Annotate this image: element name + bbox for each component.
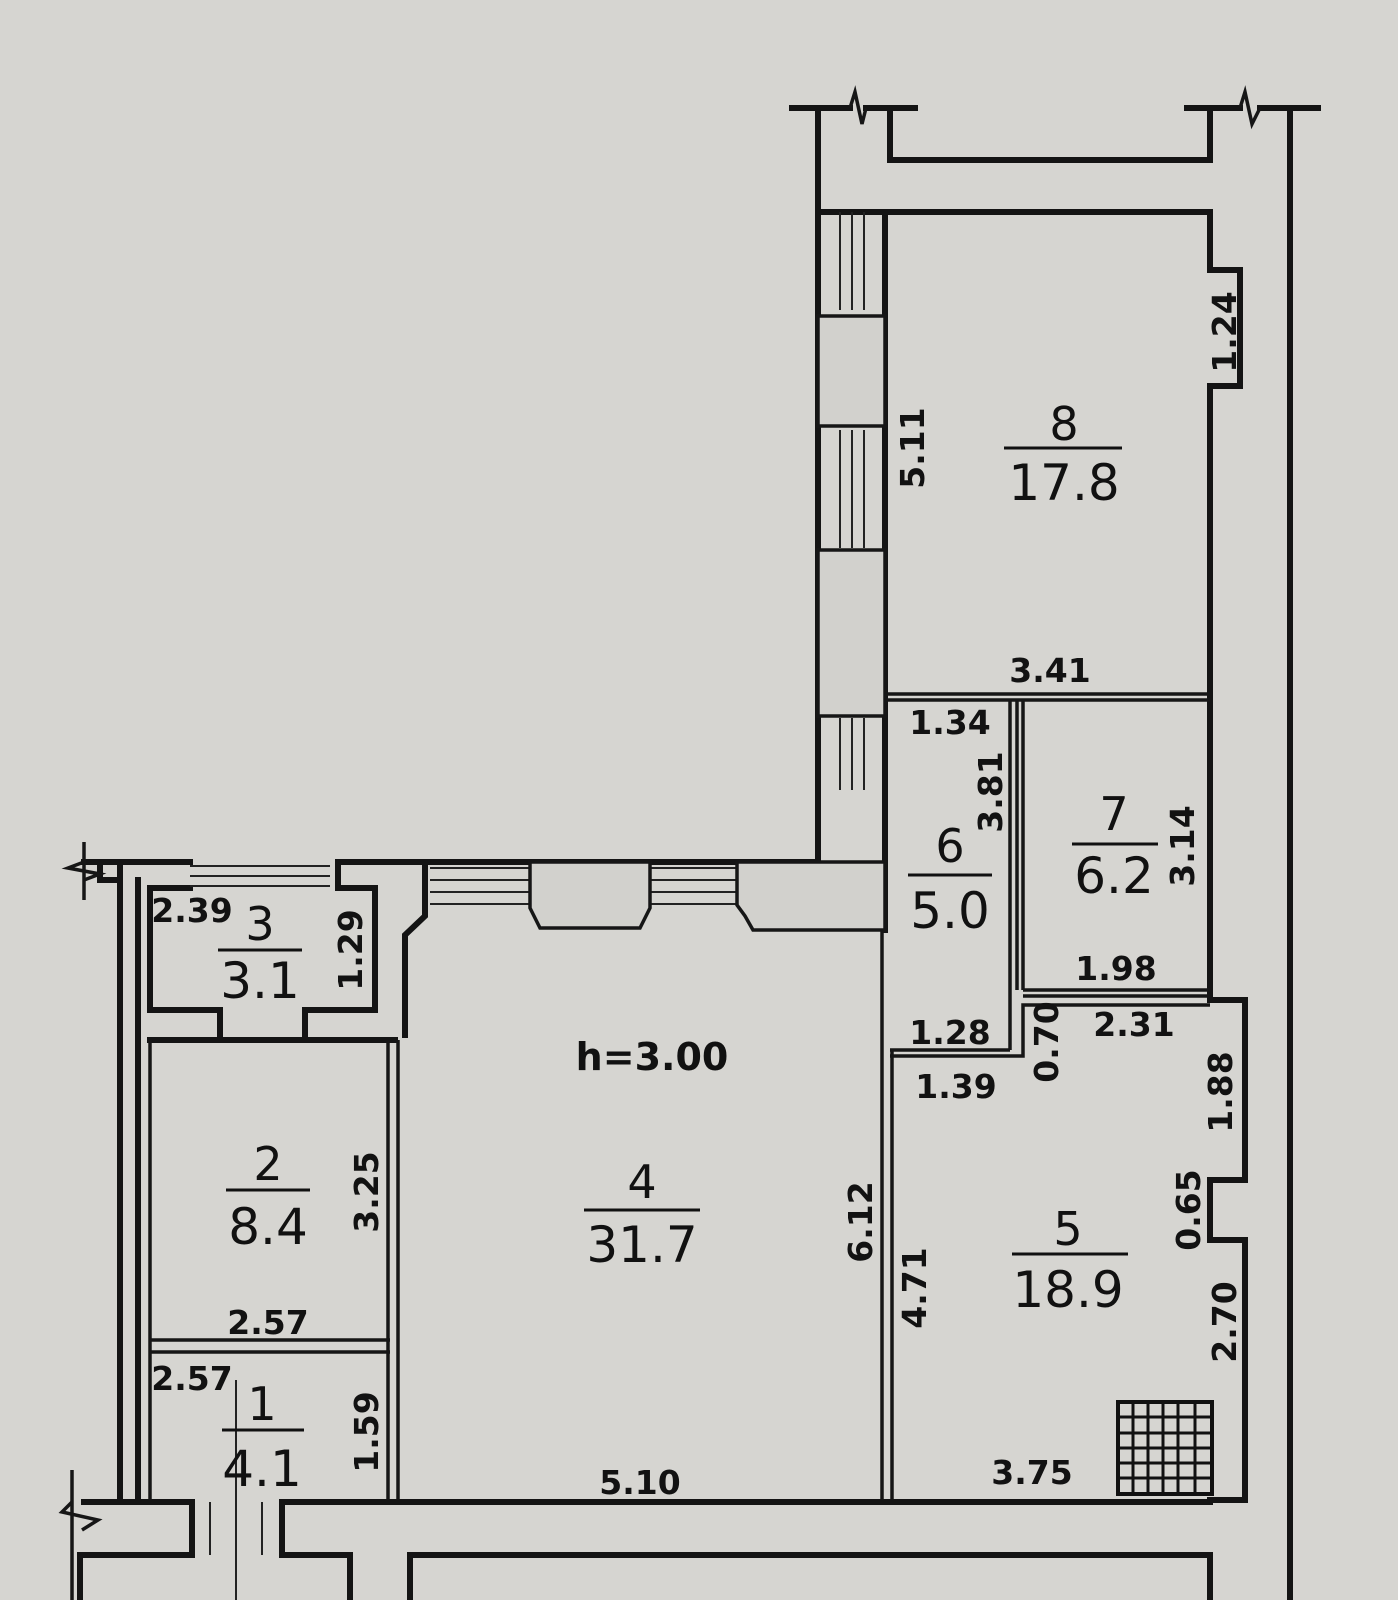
ceiling-height-label: h=3.00 — [576, 1035, 729, 1079]
dimension-label: 3.25 — [347, 1151, 386, 1232]
room-number: 4 — [627, 1155, 656, 1209]
windows — [190, 212, 887, 1600]
dimension-label: 1.29 — [331, 909, 370, 990]
dimension-label: 0.65 — [1169, 1169, 1208, 1250]
dimension-label: 6.12 — [841, 1181, 880, 1262]
room-area: 4.1 — [222, 1440, 302, 1498]
room-7-label: 7 6.2 — [1072, 787, 1158, 905]
room-number: 5 — [1053, 1202, 1082, 1256]
room-5-label: 5 18.9 — [1012, 1202, 1128, 1319]
window-pier-room4 — [528, 860, 652, 930]
dimension-label: 1.59 — [347, 1391, 386, 1472]
dimension-label: 1.34 — [909, 703, 990, 742]
room-labels: 8 17.8 7 6.2 6 5.0 5 18.9 4 31.7 3 3.1 — [218, 397, 1158, 1498]
room-number: 2 — [253, 1137, 282, 1191]
room-area: 8.4 — [228, 1198, 308, 1256]
partitions — [148, 692, 1210, 1500]
dimension-label: 4.71 — [895, 1247, 934, 1328]
window-vertical-1 — [839, 212, 865, 790]
dimension-label: 2.57 — [227, 1303, 308, 1342]
dimension-label: 1.88 — [1201, 1051, 1240, 1132]
room-4-label: 4 31.7 — [584, 1155, 700, 1274]
window-pier-bottom — [816, 548, 887, 718]
room-area: 31.7 — [586, 1216, 697, 1274]
dimension-label: 2.39 — [151, 891, 232, 930]
room-area: 5.0 — [910, 882, 990, 940]
room-area: 18.9 — [1012, 1261, 1123, 1319]
room-2-label: 2 8.4 — [226, 1137, 310, 1256]
dimension-label: 3.75 — [991, 1453, 1072, 1492]
walls — [77, 105, 1321, 1600]
room-6-label: 6 5.0 — [908, 819, 992, 940]
room-number: 6 — [935, 819, 964, 873]
room-1-label: 1 4.1 — [222, 1377, 304, 1498]
room-number: 3 — [245, 897, 274, 951]
dimension-label: 2.70 — [1205, 1281, 1244, 1362]
room-8-label: 8 17.8 — [1004, 397, 1122, 512]
room-area: 17.8 — [1008, 454, 1119, 512]
dimension-label: 2.31 — [1093, 1005, 1174, 1044]
room-3-label: 3 3.1 — [218, 897, 302, 1010]
floor-drain-grid — [1116, 1400, 1214, 1496]
dimension-label: 1.28 — [909, 1013, 990, 1052]
dimension-label: 3.41 — [1009, 651, 1090, 690]
room-number: 1 — [247, 1377, 276, 1431]
dimension-label: 1.39 — [915, 1067, 996, 1106]
dimension-label: 3.81 — [971, 751, 1010, 832]
dimension-label: 5.10 — [599, 1463, 680, 1502]
dimension-label: 5.11 — [893, 407, 932, 488]
dimension-label: 3.14 — [1163, 805, 1202, 886]
dimension-label: 0.70 — [1027, 1001, 1066, 1082]
dimension-label: 2.57 — [151, 1359, 232, 1398]
room-number: 7 — [1099, 787, 1128, 841]
dimension-labels: 1.24 5.11 3.41 1.34 3.81 3.14 1.98 2.39 … — [151, 291, 1244, 1502]
window-pier-top — [816, 314, 887, 428]
dimension-label: 1.98 — [1075, 949, 1156, 988]
break-marks — [58, 85, 1262, 1600]
room-number: 8 — [1049, 397, 1078, 451]
room-area: 6.2 — [1074, 847, 1154, 905]
room-area: 3.1 — [220, 952, 300, 1010]
dimension-label: 1.24 — [1205, 291, 1244, 372]
